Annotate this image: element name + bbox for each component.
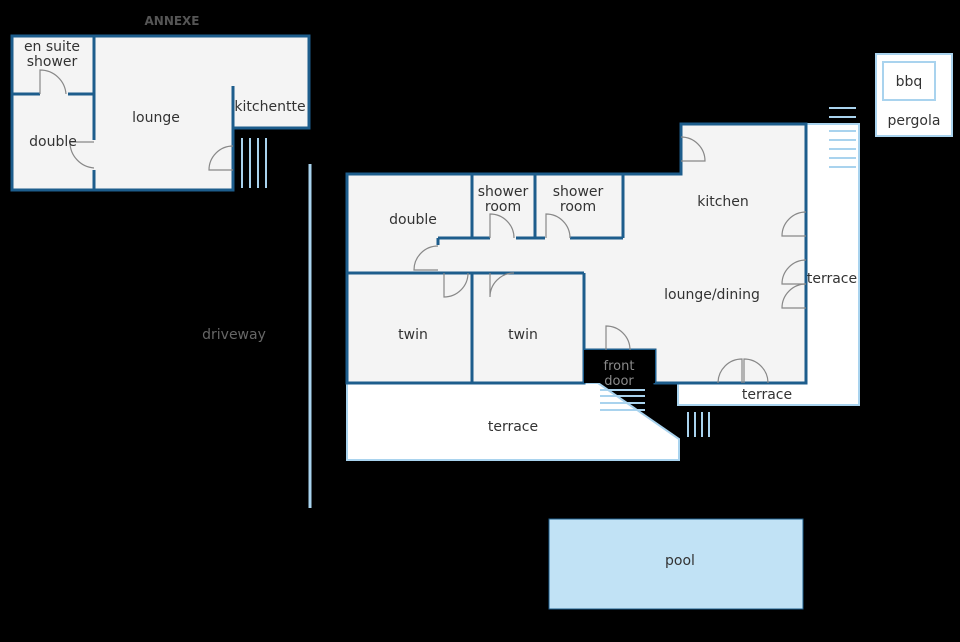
driveway-label: driveway [202,327,266,343]
east-steps [829,107,856,168]
door-swing-icon [743,358,769,384]
room-label-kitchen: kitchen [697,194,749,210]
front-door-label: door [604,374,634,389]
door-swing-icon [413,245,439,271]
room-label-lounge-dining: lounge/dining [664,287,760,303]
door-swing-icon [781,283,807,309]
door-swing-icon [69,141,95,169]
door-swing-icon [781,259,807,285]
door-swing-icon [443,272,469,298]
bbq-label: bbq [896,74,923,90]
room-label-shower-room-1: shower [478,184,529,200]
house-outline [345,122,808,385]
door-swing-icon [717,358,743,384]
terrace-steps [687,412,710,437]
room-label-kitchenette: kitchentte [234,99,305,115]
annexe-building [10,34,311,192]
front-steps [600,389,645,411]
front-door-entry [584,350,655,383]
room-label-en-suite: shower [27,54,78,70]
room-label-annexe-double: double [29,134,77,150]
door-swing-icon [545,213,571,239]
room-label-twin-1: twin [398,327,428,343]
room-label-terrace-south: terrace [488,419,538,435]
room-label-annexe-lounge: lounge [132,110,180,126]
door-swing-icon [781,211,807,237]
bbq-area [882,61,936,101]
pergola-label: pergola [888,113,941,129]
door-swing-icon [208,145,234,171]
pergola [875,53,953,137]
door-swing-icon [489,272,515,298]
room-label-shower-room-2: shower [553,184,604,200]
annexe-title: ANNEXE [144,14,199,28]
pool-area [548,518,804,610]
door-swing-icon [39,69,67,95]
pool-label: pool [665,553,695,569]
door-swing-icon [605,325,631,351]
room-label-en-suite: en suite [24,39,80,55]
room-label-shower-room-2: room [560,199,596,215]
door-swing-icon [680,136,706,162]
room-label-terrace-east: terrace [807,271,857,287]
annexe-steps [241,138,267,188]
door-swing-icon [489,213,515,239]
room-label-terrace-small: terrace [742,387,792,403]
room-label-double: double [389,212,437,228]
main-house [345,122,808,385]
room-label-twin-2: twin [508,327,538,343]
room-label-shower-room-1: room [485,199,521,215]
front-door-label: front [604,359,635,374]
